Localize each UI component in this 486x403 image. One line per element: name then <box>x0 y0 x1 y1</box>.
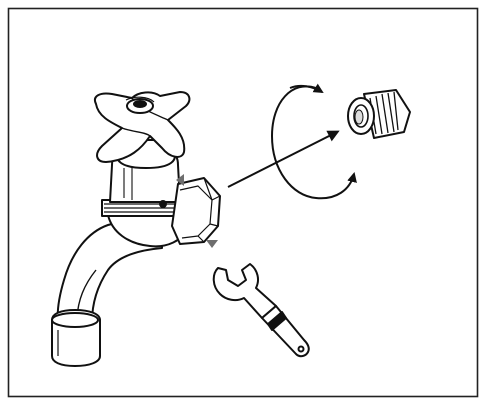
instruction-illustration <box>0 0 486 403</box>
illustration-canvas <box>0 0 486 403</box>
